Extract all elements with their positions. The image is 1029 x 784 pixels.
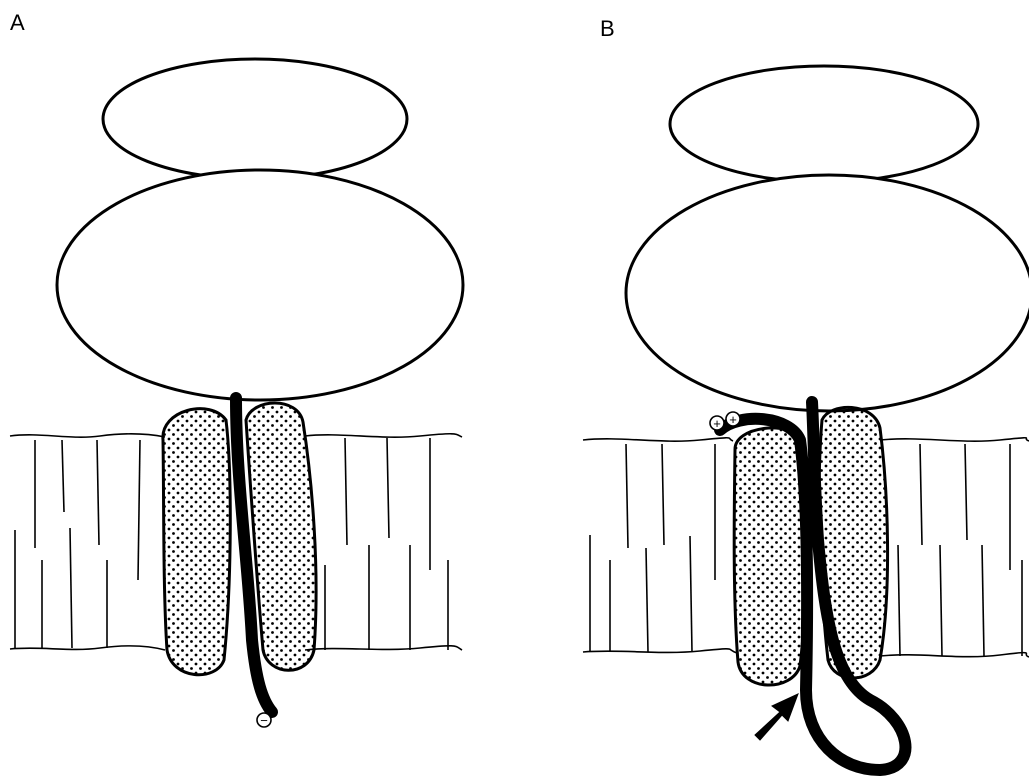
positive-charge-label-2: + (729, 412, 737, 427)
translocon-left-a (163, 409, 230, 675)
ribosome-small-subunit-b (670, 66, 978, 182)
ribosome-large-subunit-a (57, 170, 463, 400)
panel-b: + + (583, 66, 1029, 770)
ribosome-small-subunit-a (103, 59, 407, 179)
translocon-left-b (734, 428, 806, 685)
panel-a: − (10, 59, 463, 728)
negative-charge-label: − (260, 713, 268, 728)
ribosome-large-subunit-b (626, 175, 1029, 411)
arrow-icon (755, 694, 798, 740)
positive-charge-label-1: + (713, 416, 721, 431)
